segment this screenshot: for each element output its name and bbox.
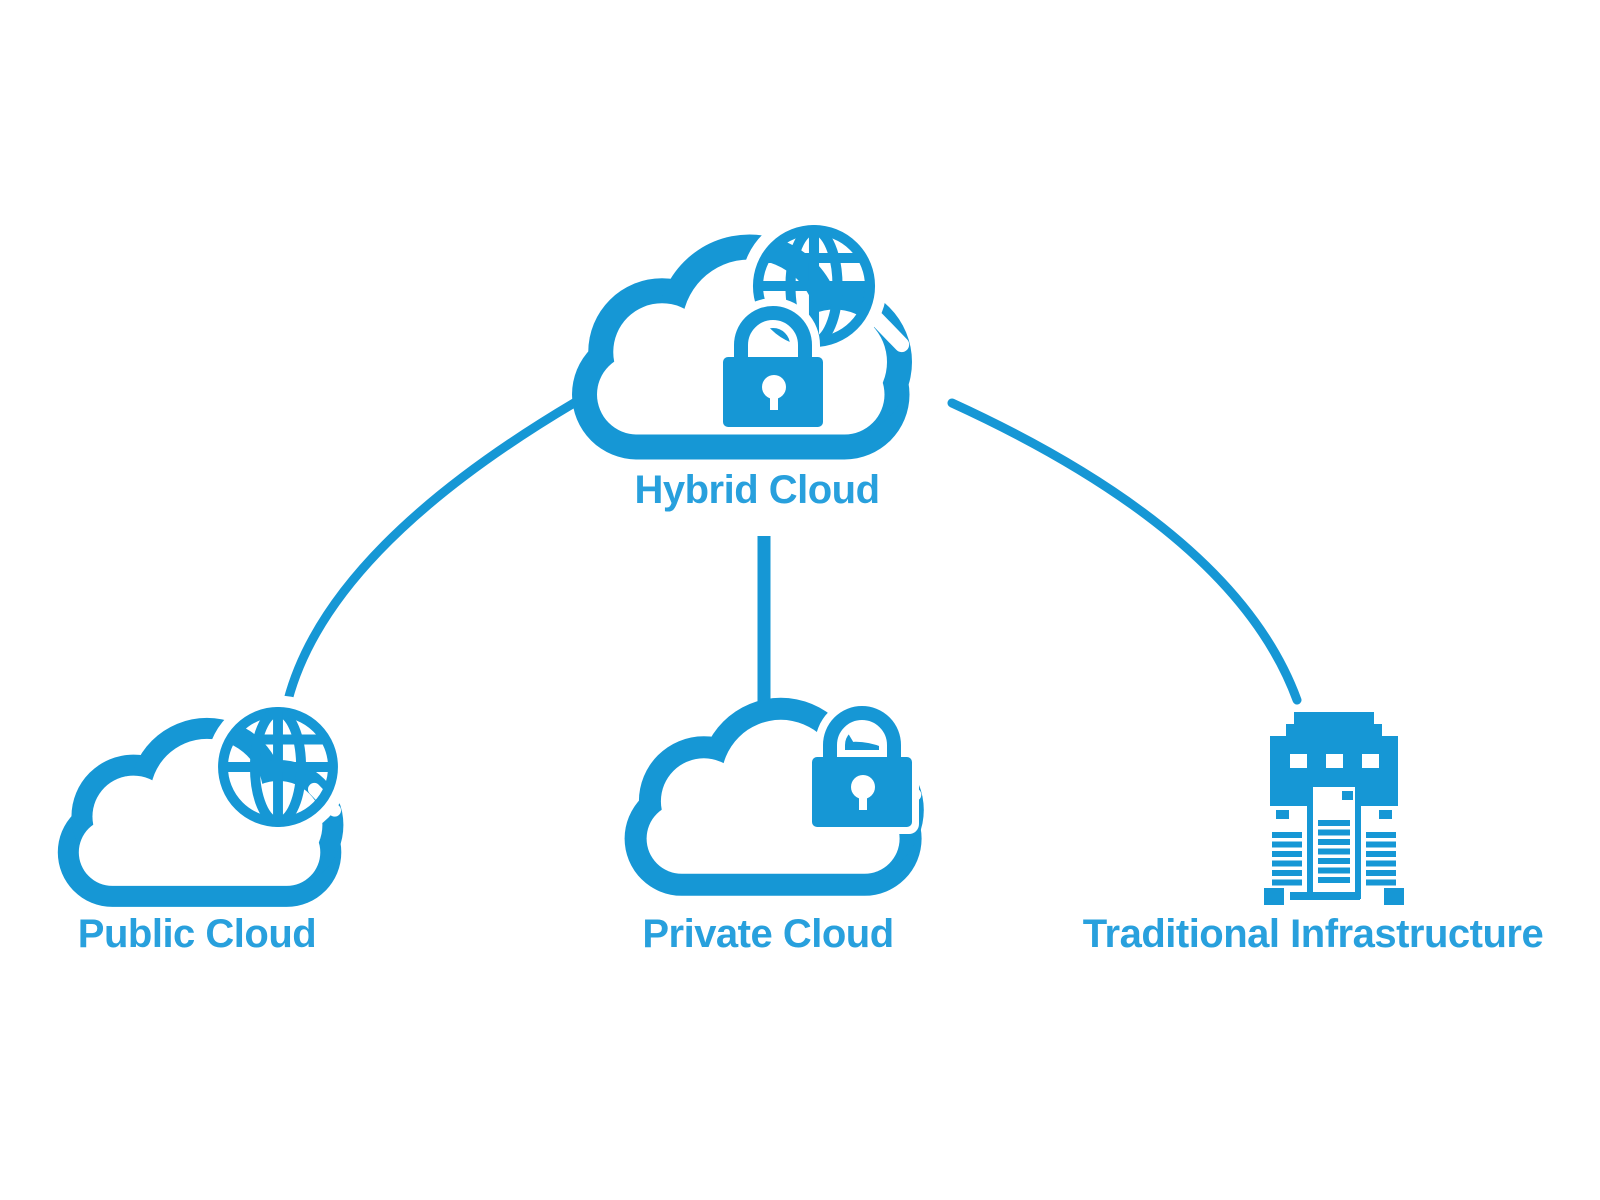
- private-cloud-label: Private Cloud: [642, 912, 894, 956]
- node-traditional-infrastructure: [1264, 712, 1404, 905]
- node-hybrid-cloud: [572, 222, 913, 460]
- globe-icon: [223, 712, 333, 822]
- node-private-cloud: [624, 697, 924, 896]
- connector-hybrid-to-public: [283, 398, 579, 705]
- traditional-infrastructure-label: Traditional Infrastructure: [1082, 912, 1544, 956]
- connector-hybrid-to-traditional: [947, 398, 1302, 705]
- lock-icon: [812, 713, 912, 827]
- mainframe-icon: [1264, 712, 1404, 905]
- public-cloud-label: Public Cloud: [77, 912, 317, 956]
- hybrid-cloud-label: Hybrid Cloud: [634, 468, 880, 512]
- node-public-cloud: [57, 704, 344, 907]
- connectors: [283, 398, 1302, 710]
